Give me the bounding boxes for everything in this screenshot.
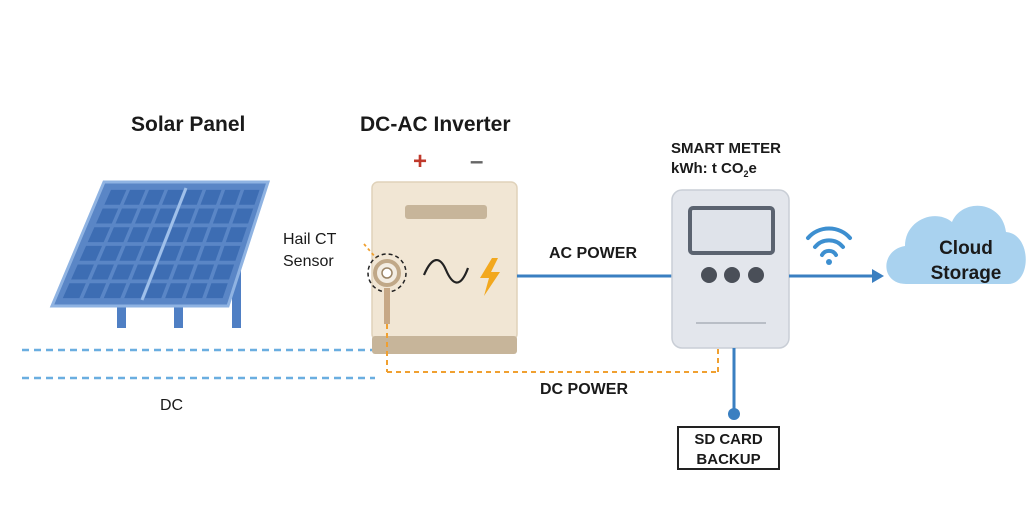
solar-cell [199, 245, 221, 261]
solar-panel-divider [140, 187, 188, 301]
solar-cell [71, 264, 94, 280]
ac-power-label: AC POWER [549, 245, 637, 262]
hail-sensor-label-line2: Sensor [283, 253, 334, 270]
solar-cell [134, 208, 157, 224]
solar-cell [212, 208, 234, 224]
solar-cell [206, 227, 228, 243]
solar-cell [152, 264, 175, 280]
solar-panel-icon [49, 180, 271, 328]
plus-terminal-label: + [413, 148, 428, 175]
solar-cell [91, 264, 114, 280]
cloud-storage-label: Cloud Storage [918, 236, 1014, 286]
inverter-icon [371, 181, 518, 354]
dc-power-line [386, 324, 719, 373]
cloud-storage-label-line2: Storage [930, 263, 1002, 284]
solar-cell [83, 283, 107, 299]
cloud-icon [886, 205, 1026, 284]
dc-label: DC [160, 397, 184, 414]
solar-cell [87, 227, 111, 243]
cloud-connector [789, 269, 884, 283]
solar-cell [96, 208, 119, 224]
solar-cell [173, 208, 196, 224]
hail-sensor-label-line1: Hail CT [283, 231, 337, 248]
solar-cell [144, 283, 167, 299]
solar-cell [104, 189, 127, 205]
solar-cell [166, 227, 189, 243]
solar-cell [107, 227, 130, 243]
solar-cell [165, 283, 188, 299]
dc-power-label: DC POWER [540, 381, 628, 398]
solar-cell [146, 227, 169, 243]
solar-cell [219, 189, 241, 205]
cloud-storage-label-line1: Cloud [939, 238, 993, 259]
solar-panel-title: Solar Panel [131, 113, 246, 136]
solar-cell [238, 189, 260, 205]
hail-sensor-label: Hail CT Sensor [283, 229, 336, 273]
smart-meter-units-subscript: 2 [743, 169, 749, 179]
minus-terminal-label: – [470, 148, 484, 175]
solar-cell [200, 189, 222, 205]
solar-cell [193, 208, 215, 224]
solar-cell [219, 245, 241, 261]
solar-cell [186, 227, 208, 243]
ct-sensor-icon [363, 243, 407, 324]
sd-card-backup-box: SD CARD BACKUP [677, 426, 780, 470]
solar-cell [115, 208, 138, 224]
solar-cell [192, 264, 215, 280]
sd-card-line2: BACKUP [696, 451, 761, 468]
solar-cell [181, 189, 203, 205]
smart-meter-units: kWh: t CO2e [671, 160, 757, 179]
solar-cell [127, 227, 150, 243]
solar-cell [159, 245, 182, 261]
smart-meter-title: SMART METER [671, 140, 781, 157]
sd-card-line1: SD CARD [694, 431, 763, 448]
solar-cell [172, 264, 195, 280]
solar-cell [206, 283, 228, 299]
solar-cell [103, 283, 127, 299]
solar-cell [154, 208, 177, 224]
solar-cell [232, 208, 254, 224]
wifi-icon [806, 226, 852, 265]
solar-cell [119, 245, 142, 261]
sine-wave-icon [422, 259, 470, 284]
solar-cell [79, 245, 103, 261]
smart-meter-units-suffix: e [748, 160, 757, 177]
inverter-title: DC-AC Inverter [360, 113, 511, 136]
solar-cell [139, 245, 162, 261]
solar-cell [225, 227, 247, 243]
solar-cell [111, 264, 134, 280]
solar-cell [99, 245, 122, 261]
solar-cell [185, 283, 208, 299]
smart-meter-units-prefix: kWh: t CO [671, 160, 744, 177]
sd-card-connector [728, 348, 740, 420]
solar-cell [142, 189, 165, 205]
solar-cell [131, 264, 155, 280]
solar-cell [62, 283, 86, 299]
solar-cell [124, 283, 147, 299]
solar-cell [179, 245, 201, 261]
smart-meter-icon [671, 189, 790, 349]
dc-lines [22, 348, 375, 380]
solar-cell [123, 189, 146, 205]
solar-cell [212, 264, 235, 280]
lightning-icon [480, 258, 500, 296]
solar-cell [162, 189, 184, 205]
